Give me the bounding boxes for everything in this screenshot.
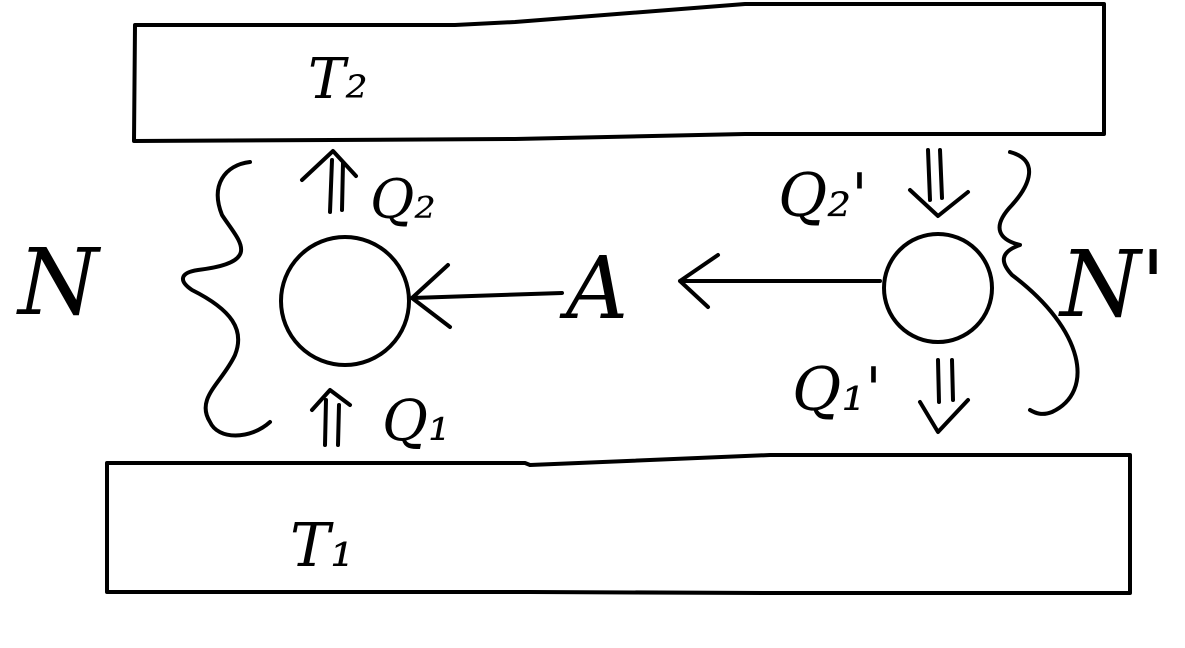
q1-prime-heat-arrow-icon (918, 358, 970, 434)
left-engine-circle (279, 235, 411, 367)
q1-prime-heat-label: Q₁' (792, 355, 882, 425)
q1-heat-label: Q₁ (382, 389, 450, 454)
cold-reservoir-label: T₁ (290, 511, 354, 581)
q2-prime-heat-label: Q₂' (778, 161, 868, 231)
q2-heat-arrow-icon (300, 149, 358, 214)
q1-heat-arrow-icon (310, 388, 352, 447)
hot-reservoir-box (132, 2, 1106, 143)
q2-heat-label: Q₂ (370, 168, 436, 231)
right-engine-circle (882, 232, 994, 344)
work-arrow-right-icon (678, 253, 882, 309)
right-engine-label: N' (1058, 231, 1166, 338)
work-label: A (559, 239, 628, 339)
hot-reservoir-label: T₂ (308, 47, 368, 112)
q2-prime-heat-arrow-icon (908, 148, 970, 218)
right-engine-brace (997, 150, 1080, 416)
work-arrow-left-icon (410, 263, 564, 329)
cold-reservoir-box (105, 453, 1132, 595)
left-engine-label: N (16, 229, 102, 336)
left-engine-brace (181, 160, 272, 438)
